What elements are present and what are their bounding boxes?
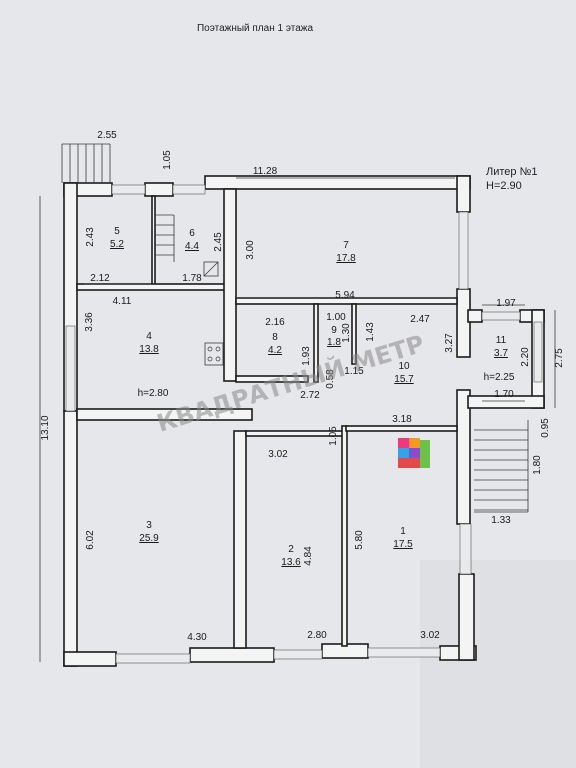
svg-text:4: 4 (146, 331, 152, 342)
svg-text:5: 5 (114, 226, 120, 237)
paper-shadow (420, 560, 576, 768)
svg-text:25.9: 25.9 (139, 533, 159, 544)
svg-text:2: 2 (288, 544, 294, 555)
plan-title: Поэтажный план 1 этажа (197, 23, 313, 34)
dim-label: 5.80 (354, 530, 365, 550)
dim-label: 3.02 (420, 630, 440, 641)
dim-label: 0.95 (540, 418, 551, 438)
dim-label: 4.30 (187, 632, 207, 643)
room-8: 8 4.2 (268, 332, 282, 356)
dimension-labels: 2.55 1.05 11.28 2.43 2.45 3.00 2.12 1.78… (40, 130, 565, 643)
room-2: 2 13.6 (281, 544, 301, 568)
dim-label: 2.20 (520, 347, 531, 367)
room-1: 1 17.5 (393, 526, 413, 550)
dim-label: 2.72 (300, 390, 320, 401)
dim-label: 1.78 (182, 273, 202, 284)
dim-label: 1.30 (341, 323, 352, 343)
dim-label: 1.97 (496, 298, 516, 309)
dim-label: 3.02 (268, 449, 288, 460)
dim-label: 11.28 (253, 166, 278, 177)
porch-stairs-top (61, 143, 111, 183)
stairs-room-6 (155, 214, 175, 262)
svg-text:1.8: 1.8 (327, 337, 341, 348)
svg-text:15.7: 15.7 (394, 374, 414, 385)
svg-text:13.6: 13.6 (281, 557, 301, 568)
room-5: 5 5.2 (110, 226, 124, 250)
dim-label: 4.84 (303, 546, 314, 566)
dim-label: 2.47 (410, 314, 430, 325)
svg-text:13.8: 13.8 (139, 344, 159, 355)
dim-label: 1.00 (326, 312, 346, 323)
room-7: 7 17.8 (336, 240, 356, 264)
porch-stairs-right (474, 420, 529, 513)
svg-text:5.2: 5.2 (110, 239, 124, 250)
svg-text:10: 10 (398, 361, 410, 372)
dim-label: 3.00 (245, 240, 256, 260)
svg-text:7: 7 (343, 240, 349, 251)
svg-text:3.7: 3.7 (494, 348, 508, 359)
room-4: 4 13.8 (139, 331, 159, 355)
dim-label: 2.45 (213, 232, 224, 252)
stove-icon (204, 342, 224, 366)
dim-label: 1.15 (344, 366, 364, 377)
room-3: 3 25.9 (139, 520, 159, 544)
room-10: 10 15.7 (394, 361, 414, 385)
dim-label: 2.16 (265, 317, 285, 328)
svg-text:3: 3 (146, 520, 152, 531)
dim-label: 1.70 (494, 389, 514, 400)
svg-text:1: 1 (400, 526, 406, 537)
litera-label: Литер №1 (486, 166, 538, 178)
room-11: 11 3.7 (494, 335, 508, 359)
dim-label: 4.11 (113, 296, 132, 307)
dim-label: 2.12 (90, 273, 110, 284)
dim-label: 2.55 (97, 130, 117, 141)
dimension-lines (39, 177, 556, 662)
svg-text:11: 11 (496, 335, 507, 346)
svg-text:17.5: 17.5 (393, 539, 413, 550)
dim-label: 1.05 (162, 150, 173, 170)
dim-label: 0.58 (325, 369, 336, 389)
room-labels: 5 5.2 6 4.4 7 17.8 4 13.8 8 4.2 9 1.8 10… (110, 226, 515, 568)
dim-label: 2.43 (85, 227, 96, 247)
room-4-height: h=2.80 (138, 388, 169, 399)
svg-text:8: 8 (272, 332, 278, 343)
boiler-icon (203, 261, 219, 277)
dim-label: 1.05 (328, 426, 339, 446)
dim-label: 3.18 (392, 414, 412, 425)
dim-label: 5.94 (335, 290, 355, 301)
dim-label: 3.36 (84, 312, 95, 332)
dim-label: 6.02 (85, 530, 96, 550)
svg-text:4.2: 4.2 (268, 345, 282, 356)
dim-label: 1.80 (532, 455, 543, 475)
room-11-height: h=2.25 (484, 372, 515, 383)
watermark-logo-icon (398, 438, 430, 468)
room-9: 9 1.8 (327, 325, 341, 348)
dim-label: 2.80 (307, 630, 327, 641)
svg-text:9: 9 (331, 325, 337, 336)
dim-label: 1.33 (491, 515, 511, 526)
dim-label: 3.27 (444, 333, 455, 353)
interior-walls (76, 188, 458, 649)
dim-label: 13.10 (40, 415, 51, 440)
litera-height: H=2.90 (486, 180, 522, 192)
svg-text:6: 6 (189, 228, 195, 239)
room-6: 6 4.4 (185, 228, 199, 252)
dim-label: 1.93 (301, 346, 312, 366)
svg-text:17.8: 17.8 (336, 253, 356, 264)
dim-label: 1.43 (365, 322, 376, 342)
windows (65, 184, 543, 664)
dim-label: 2.75 (554, 348, 565, 368)
svg-text:4.4: 4.4 (185, 241, 199, 252)
